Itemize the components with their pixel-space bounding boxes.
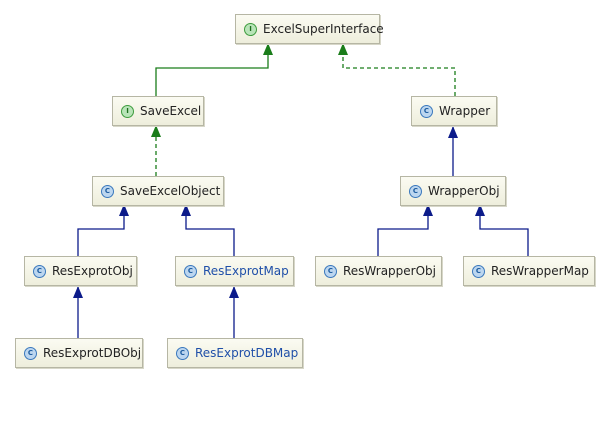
node-res-exprot-obj[interactable]: C ResExprotObj <box>24 256 137 286</box>
class-icon: C <box>324 264 337 278</box>
class-icon: C <box>33 264 46 278</box>
class-icon: C <box>184 264 197 278</box>
class-icon: C <box>420 104 433 118</box>
interface-icon: I <box>121 104 134 118</box>
node-res-exprot-db-obj[interactable]: C ResExprotDBObj <box>15 338 143 368</box>
node-label: ResExprotDBMap <box>195 346 299 360</box>
node-label: ResExprotDBObj <box>43 346 142 360</box>
node-label: ResWrapperObj <box>343 264 436 278</box>
class-icon: C <box>409 184 422 198</box>
node-label: Wrapper <box>439 104 491 118</box>
class-icon: C <box>101 184 114 198</box>
edge-wrapper-to-excelsuperinterface <box>338 43 456 96</box>
node-save-excel[interactable]: I SaveExcel <box>112 96 204 126</box>
node-label: SaveExcel <box>140 104 202 118</box>
edge-saveexcel-to-excelsuperinterface <box>155 43 273 96</box>
class-icon: C <box>24 346 37 360</box>
node-label: WrapperObj <box>428 184 500 198</box>
class-icon: C <box>176 346 189 360</box>
node-label: ResExprotObj <box>52 264 133 278</box>
edge-reswrapperobj-to-wrapperobj <box>377 204 433 256</box>
node-wrapper-obj[interactable]: C WrapperObj <box>400 176 506 206</box>
node-save-excel-object[interactable]: C SaveExcelObject <box>92 176 224 206</box>
node-label: ResWrapperMap <box>491 264 589 278</box>
node-wrapper[interactable]: C Wrapper <box>411 96 497 126</box>
node-excel-super-interface[interactable]: I ExcelSuperInterface <box>235 14 384 44</box>
node-res-wrapper-obj[interactable]: C ResWrapperObj <box>315 256 442 286</box>
node-res-exprot-db-map[interactable]: C ResExprotDBMap <box>167 338 303 368</box>
node-res-exprot-map[interactable]: C ResExprotMap <box>175 256 294 286</box>
node-label: SaveExcelObject <box>120 184 221 198</box>
edge-reswrappermap-to-wrapperobj <box>475 204 529 256</box>
node-label: ExcelSuperInterface <box>263 22 384 36</box>
edge-resexprotmap-to-saveexcelobject <box>181 204 235 256</box>
interface-icon: I <box>244 22 257 36</box>
class-icon: C <box>472 264 485 278</box>
edge-resexprotobj-to-saveexcelobject <box>77 204 129 256</box>
node-res-wrapper-map[interactable]: C ResWrapperMap <box>463 256 595 286</box>
node-label: ResExprotMap <box>203 264 289 278</box>
